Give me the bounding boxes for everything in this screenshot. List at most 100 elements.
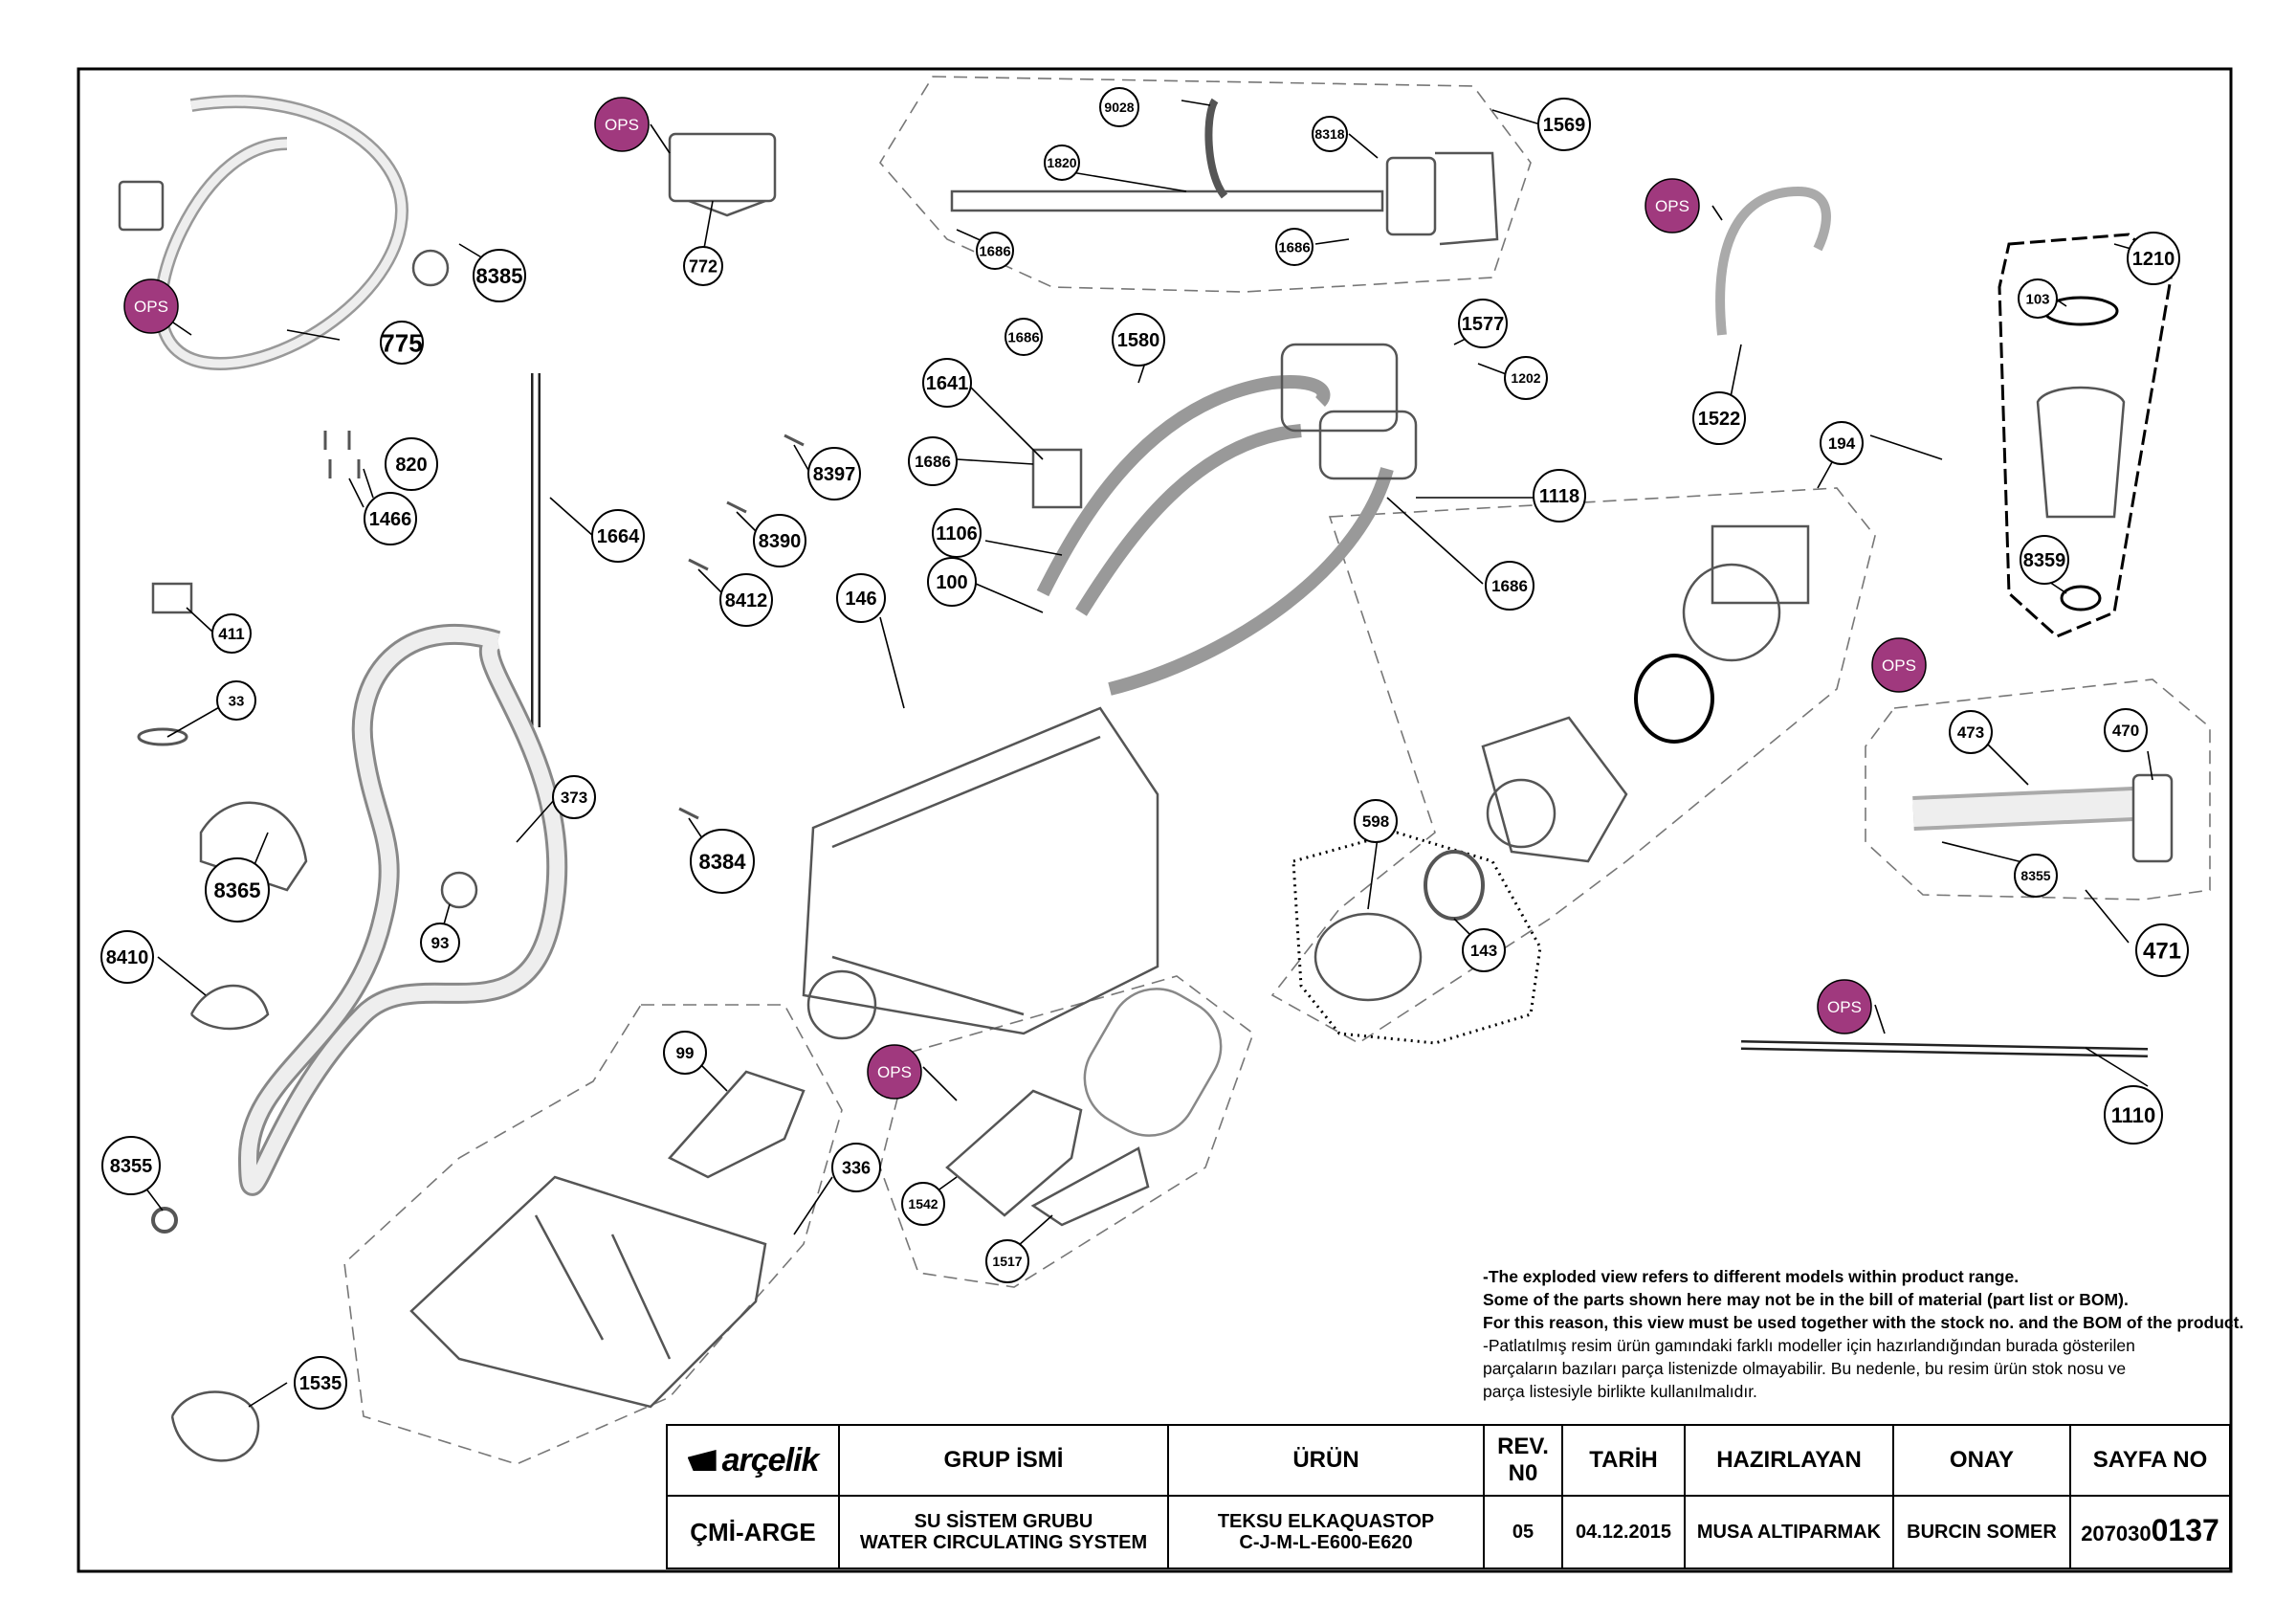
callout-bubble	[1312, 116, 1348, 152]
callout-label: 8318	[1314, 126, 1344, 142]
part-1641	[1031, 448, 1083, 509]
callout-label: 99	[676, 1044, 695, 1062]
callout-label: 1686	[1007, 329, 1039, 345]
group-outlines	[343, 76, 2211, 1465]
callout-bubble	[690, 829, 755, 894]
clamp-33	[137, 727, 188, 746]
callout-bubble	[836, 573, 886, 623]
drawer-336	[409, 1175, 767, 1409]
ops-label: OPS	[877, 1063, 912, 1081]
callout-label: 598	[1362, 812, 1389, 831]
callout-label: 1580	[1117, 330, 1160, 351]
hose-1580	[1036, 375, 1331, 597]
callout-label: 772	[689, 256, 718, 276]
part-1569-spring	[1435, 151, 1499, 246]
callout-label: 1118	[1539, 486, 1579, 507]
tarih-label: TARİH	[1561, 1424, 1686, 1497]
ops-badge: OPS	[1871, 637, 1927, 693]
callout-1686: 1686	[1275, 228, 1314, 266]
callout-8390: 8390	[753, 514, 806, 567]
screws-1466	[323, 431, 361, 478]
callout-103: 103	[2018, 278, 2058, 319]
callout-8355: 8355	[2014, 854, 2058, 898]
callout-label: 1535	[299, 1373, 342, 1394]
page-suffix: 0137	[2151, 1512, 2219, 1547]
ops-badge: OPS	[867, 1044, 922, 1100]
hose-373-inner	[240, 626, 565, 1193]
outline-471	[1865, 678, 2211, 900]
callout-1517: 1517	[985, 1239, 1029, 1283]
approved-by-value: BURCIN SOMER	[1892, 1495, 2071, 1569]
note-en-3: For this reason, this view must be used …	[1483, 1313, 2244, 1332]
callout-1686: 1686	[1004, 318, 1043, 356]
hose-1106	[1075, 424, 1302, 616]
part-1535	[170, 1390, 260, 1462]
callout-99: 99	[663, 1031, 707, 1075]
callout-194: 194	[1820, 421, 1864, 465]
callout-1686: 1686	[1485, 561, 1534, 611]
callout-bubble	[380, 321, 424, 365]
note-en-2: Some of the parts shown here may not be …	[1483, 1290, 2129, 1309]
ops-badge: OPS	[1645, 178, 1700, 233]
pipe-1522	[1715, 186, 1831, 336]
callout-bubble	[908, 436, 958, 486]
callout-label: 1106	[936, 523, 977, 545]
callout-label: 8355	[2020, 868, 2050, 883]
sheet-frame	[77, 67, 2233, 1573]
callout-label: 820	[395, 455, 427, 476]
ops-badge: OPS	[594, 97, 650, 152]
callout-label: 473	[1957, 723, 1984, 742]
callout-33: 33	[216, 680, 256, 721]
callout-bubble	[1112, 313, 1165, 367]
callout-label: 1569	[1543, 115, 1586, 136]
parts	[118, 95, 2174, 1462]
ops-label: OPS	[1882, 656, 1916, 675]
callout-8412: 8412	[719, 573, 773, 627]
callout-label: 8355	[110, 1156, 153, 1177]
bellows-1210	[2036, 386, 2126, 519]
callout-bubble	[719, 573, 773, 627]
housing-146-port	[806, 969, 877, 1040]
callout-bubble	[216, 680, 256, 721]
callout-bubble	[1485, 561, 1534, 611]
callout-label: 1202	[1511, 370, 1540, 386]
callout-label: 194	[1828, 434, 1856, 453]
callout-598: 598	[1354, 799, 1398, 843]
callout-label: 93	[431, 934, 450, 952]
callout-411: 411	[211, 613, 252, 654]
rod-1110-inner	[1740, 1042, 2149, 1056]
rev-label-2: N0	[1508, 1460, 1538, 1486]
callout-label: 8385	[476, 264, 523, 288]
callout-8385: 8385	[473, 249, 526, 302]
callout-bubble	[385, 437, 438, 491]
group-en: WATER CIRCULATING SYSTEM	[859, 1532, 1148, 1553]
disclaimer-note: -The exploded view refers to different m…	[1483, 1265, 2244, 1403]
pump-194	[1682, 563, 1781, 662]
callout-label: 1664	[597, 526, 640, 547]
hose-775-nut	[411, 249, 450, 287]
callout-1580: 1580	[1112, 313, 1165, 367]
callout-bubble	[2135, 923, 2189, 977]
callout-bubble	[1949, 710, 1993, 754]
callout-label: 1210	[2132, 249, 2175, 270]
callout-bubble	[922, 358, 972, 408]
callout-bubble	[1533, 469, 1586, 522]
callout-bubble	[591, 509, 645, 563]
outline-598	[1292, 831, 1542, 1045]
callout-bubble	[1275, 228, 1314, 266]
arcelik-logo-icon	[687, 1450, 717, 1471]
callout-336: 336	[831, 1143, 881, 1192]
callout-label: 8384	[699, 850, 747, 874]
page-number-value: 2070300137	[2069, 1495, 2231, 1569]
callout-label: 373	[561, 789, 587, 807]
callout-bubble	[294, 1356, 347, 1410]
callout-1522: 1522	[1692, 391, 1746, 445]
callout-bubble	[1504, 356, 1548, 400]
callout-820: 820	[385, 437, 438, 491]
rev-label-1: REV.	[1497, 1434, 1549, 1459]
callout-bubble	[100, 930, 154, 984]
callout-8318: 8318	[1312, 116, 1348, 152]
callout-bubble	[1820, 421, 1864, 465]
callout-1535: 1535	[294, 1356, 347, 1410]
pump-housing	[1481, 716, 1628, 863]
